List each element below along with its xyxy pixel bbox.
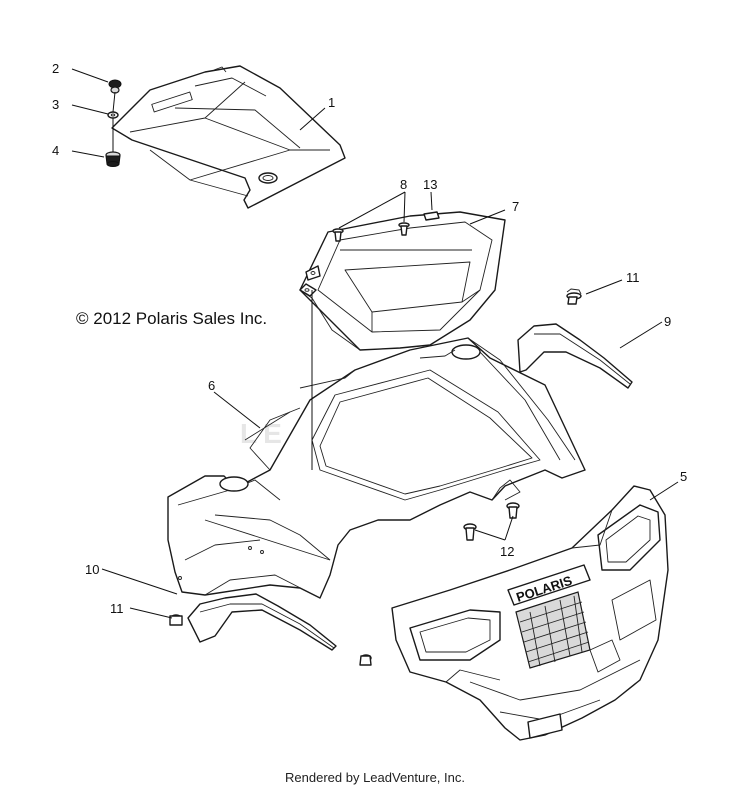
- part-3-washer: [107, 111, 119, 119]
- callout-10: 10: [85, 562, 99, 577]
- callout-2: 2: [52, 61, 59, 76]
- part-7-storage-box: [299, 211, 506, 351]
- part-11-push-rivet: [566, 288, 582, 305]
- part-13-clip: [423, 211, 440, 221]
- callout-4: 4: [52, 143, 59, 158]
- copyright-text: © 2012 Polaris Sales Inc.: [76, 309, 268, 328]
- leader-lines: [71, 68, 679, 619]
- callout-13: 13: [423, 177, 437, 192]
- callout-1: 1: [328, 95, 335, 110]
- callout-6: 6: [208, 378, 215, 393]
- callout-11-top: 11: [626, 270, 640, 285]
- part-10-side-trim: [187, 593, 337, 651]
- callout-7: 7: [512, 199, 519, 214]
- callout-3: 3: [52, 97, 59, 112]
- part-2-grommet: [108, 79, 122, 94]
- part-1-access-cover: [111, 65, 346, 209]
- part-9-side-trim: [517, 323, 633, 389]
- part-12-fastener: [463, 523, 477, 541]
- part-11-push-rivet: [359, 654, 372, 666]
- part-12-fastener: [506, 502, 520, 519]
- part-4-nut: [105, 151, 121, 167]
- callout-9: 9: [664, 314, 671, 329]
- callout-12: 12: [500, 544, 514, 559]
- callout-11-bottom: 11: [110, 601, 124, 616]
- part-8-screw: [398, 222, 410, 236]
- part-6-hood-body: [167, 337, 586, 599]
- callout-5: 5: [680, 469, 687, 484]
- callout-8: 8: [400, 177, 407, 192]
- part-5-front-fascia: POLARIS: [391, 485, 669, 741]
- part-8-screw: [332, 228, 344, 242]
- part-11-push-rivet: [169, 614, 183, 626]
- footer-text: Rendered by LeadVenture, Inc.: [285, 770, 465, 785]
